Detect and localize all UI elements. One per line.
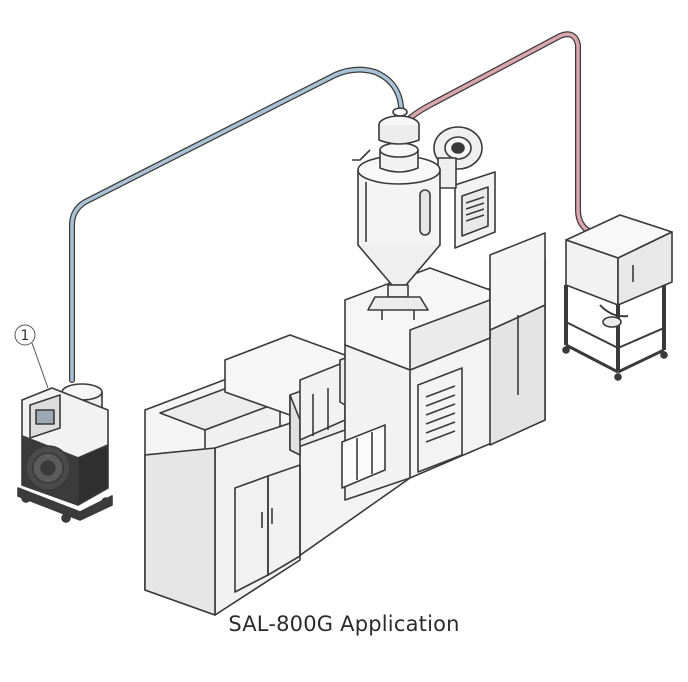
- figure-caption: SAL-800G Application: [228, 612, 460, 636]
- blue-conveying-pipe-fill: [70, 67, 404, 382]
- feed-bin: [562, 214, 673, 381]
- vent-slots: [425, 385, 456, 443]
- callout-leader: [31, 342, 49, 389]
- callout-label: 1: [21, 328, 30, 344]
- hopper-dryer: [352, 107, 496, 320]
- pipes: [69, 31, 593, 383]
- loader-unit: [17, 383, 113, 523]
- callout-1: 1: [14, 324, 49, 389]
- red-return-pipe-fill: [408, 32, 592, 234]
- injection-machine: [144, 232, 546, 616]
- callout-circle: [14, 324, 36, 346]
